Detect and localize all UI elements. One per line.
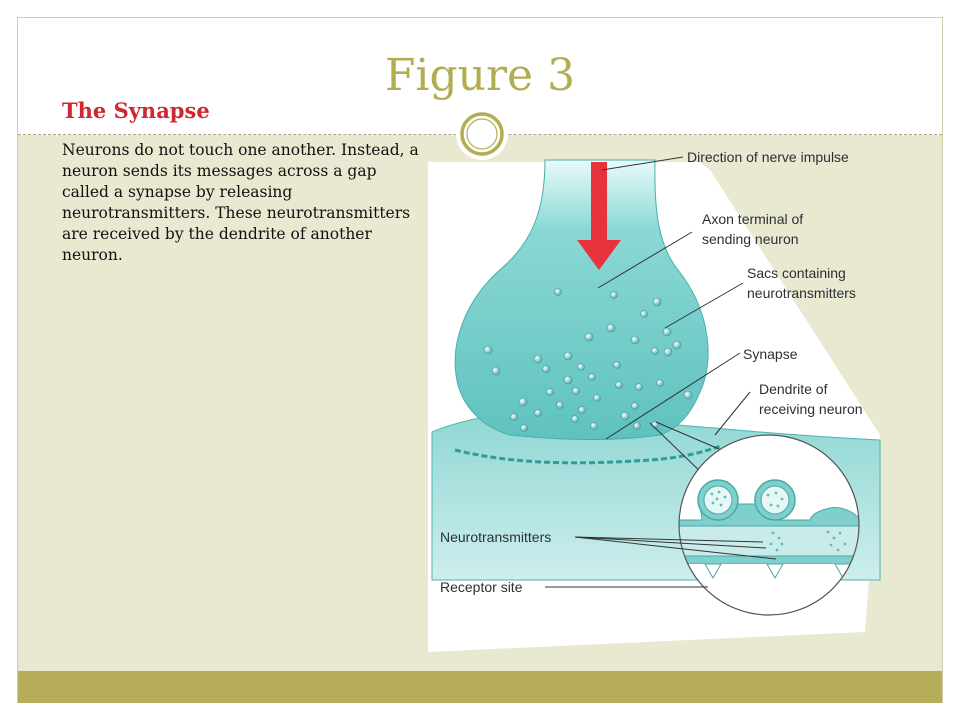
- label-receptor-site: Receptor site: [440, 579, 523, 595]
- postsynaptic-membrane: [454, 444, 721, 465]
- label-dendrite-line1: Dendrite of: [759, 381, 828, 397]
- vesicles: [483, 288, 693, 432]
- slide-subtitle: The Synapse: [62, 98, 210, 123]
- label-sacs-line1: Sacs containing: [747, 265, 846, 281]
- label-axon-terminal-line2: sending neuron: [702, 231, 799, 247]
- label-synapse: Synapse: [743, 346, 798, 362]
- footer-bar: [18, 671, 942, 703]
- synapse-diagram: Direction of nerve impulse Axon terminal…: [428, 149, 881, 652]
- label-sacs-line2: neurotransmitters: [747, 285, 856, 301]
- slide-title: Figure 3: [384, 50, 576, 101]
- body-paragraph: Neurons do not touch one another. Instea…: [62, 141, 419, 264]
- circle-ornament-icon: [456, 108, 508, 160]
- label-leader-lines: [545, 156, 777, 588]
- label-direction-of-impulse: Direction of nerve impulse: [687, 149, 849, 165]
- axon-terminal-shape: [454, 159, 709, 441]
- label-neurotransmitters: Neurotransmitters: [440, 529, 551, 545]
- nerve-impulse-arrow-icon: [577, 162, 621, 270]
- label-axon-terminal-line1: Axon terminal of: [702, 211, 803, 227]
- label-dendrite-line2: receiving neuron: [759, 401, 863, 417]
